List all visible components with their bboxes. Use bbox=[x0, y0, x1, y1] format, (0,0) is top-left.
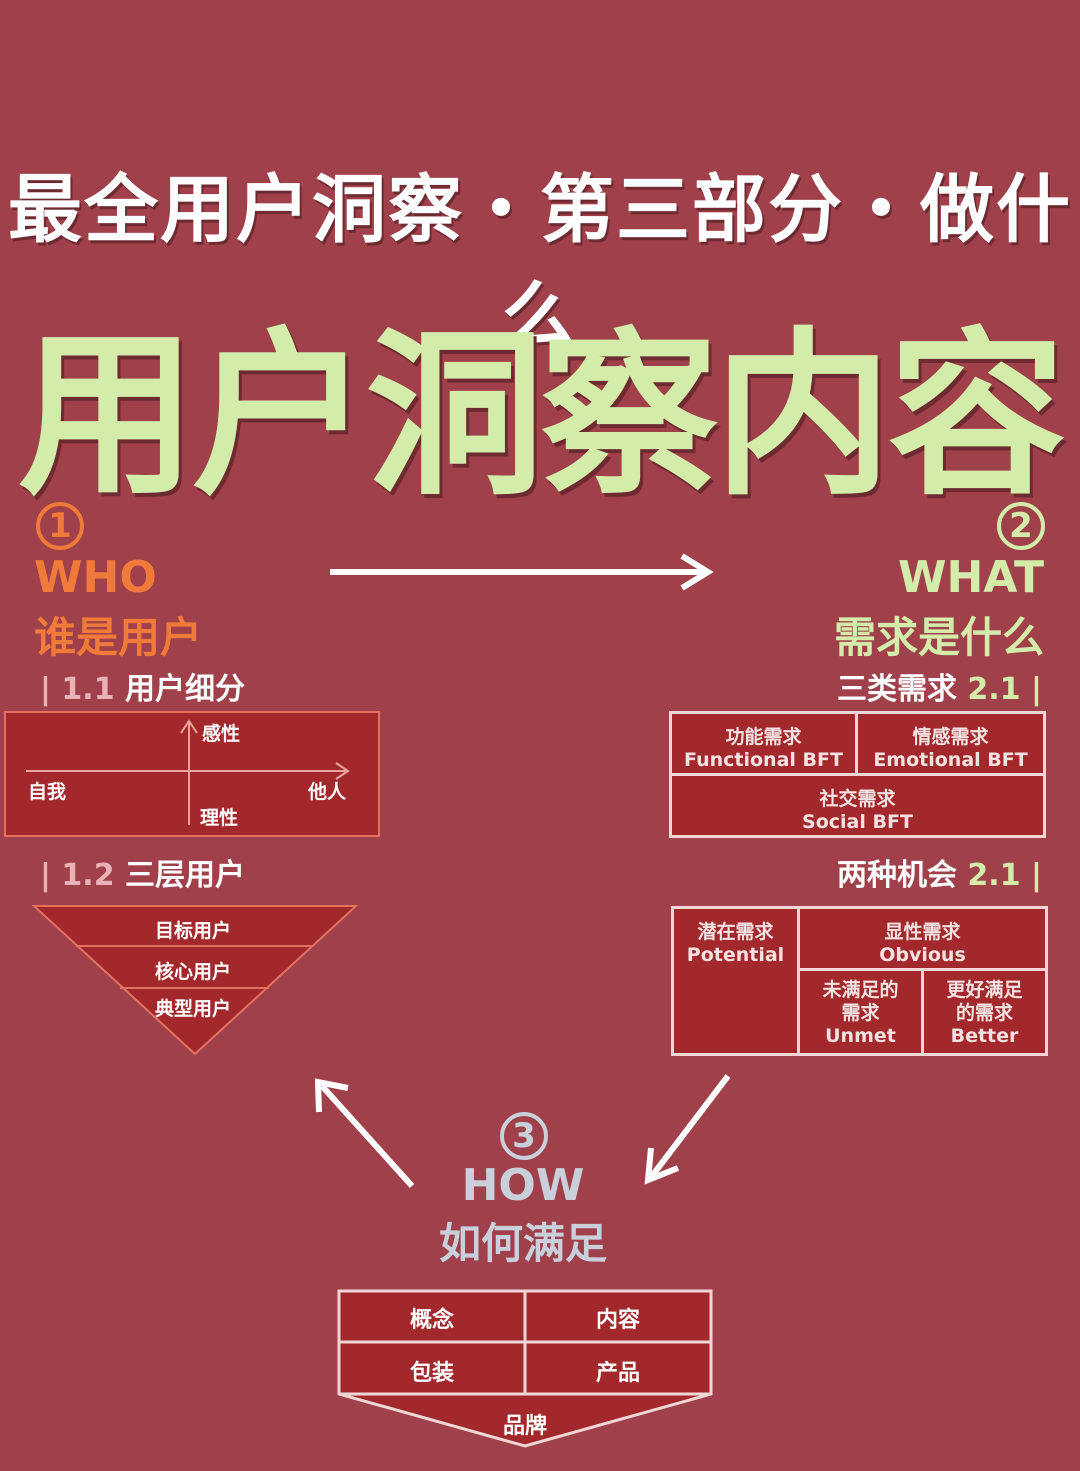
axis-right-label: 他人 bbox=[308, 781, 347, 803]
what-sub1-number: 2.1 bbox=[967, 672, 1021, 707]
who-number-badge: 1 bbox=[36, 502, 84, 550]
opp-potential-zh: 潜在需求 bbox=[697, 921, 774, 943]
how-concept: 概念 bbox=[409, 1308, 454, 1333]
what-sub1-heading: 三类需求 2.1 | bbox=[836, 672, 1042, 707]
who-sub1-number: 1.1 bbox=[61, 672, 115, 707]
opp-obvious: 显性需求 Obvious bbox=[800, 909, 1045, 971]
need-emotional-zh: 情感需求 bbox=[912, 726, 989, 748]
layer-target-users: 目标用户 bbox=[155, 920, 232, 942]
segmentation-box: 感性 理性 自我 他人 bbox=[4, 711, 380, 837]
who-sub2-heading: | 1.2 三层用户 bbox=[40, 858, 246, 893]
how-brand: 品牌 bbox=[502, 1414, 547, 1439]
opp-better: 更好满足 的需求 Better bbox=[924, 971, 1045, 1053]
main-title: 用户洞察内容 bbox=[18, 312, 1066, 519]
need-functional-en: Functional BFT bbox=[684, 749, 843, 771]
segmentation-axes bbox=[26, 719, 350, 825]
axis-bottom-label: 理性 bbox=[200, 807, 239, 829]
opp-obvious-en: Obvious bbox=[879, 944, 966, 966]
opp-better-zh2: 的需求 bbox=[955, 1002, 1013, 1024]
axis-top-label: 感性 bbox=[202, 723, 241, 745]
who-sub2-label: 三层用户 bbox=[125, 858, 246, 893]
opp-better-en: Better bbox=[950, 1025, 1019, 1047]
user-layer-triangle bbox=[31, 905, 359, 1056]
who-sub1-label: 用户细分 bbox=[125, 672, 246, 707]
how-packaging: 包装 bbox=[409, 1361, 454, 1386]
subtitle: 最全用户洞察・第三部分・做什么 bbox=[8, 167, 1072, 360]
need-social: 社交需求 Social BFT bbox=[672, 776, 1043, 835]
opportunities-box: 潜在需求 Potential 显性需求 Obvious 未满足的 需求 Unme… bbox=[671, 906, 1048, 1056]
what-sub2-label: 两种机会 bbox=[836, 858, 957, 893]
opp-unmet: 未满足的 需求 Unmet bbox=[800, 971, 924, 1053]
who-sub2-number: 1.2 bbox=[61, 858, 115, 893]
how-number-badge: 3 bbox=[500, 1112, 548, 1160]
how-subheading: 如何满足 bbox=[438, 1219, 607, 1268]
need-social-en: Social BFT bbox=[802, 811, 913, 833]
need-emotional: 情感需求 Emotional BFT bbox=[858, 714, 1043, 776]
opp-potential-en: Potential bbox=[686, 944, 785, 966]
what-number-badge: 2 bbox=[997, 502, 1045, 550]
layer-core-users: 核心用户 bbox=[155, 961, 232, 983]
opp-unmet-en: Unmet bbox=[825, 1025, 896, 1047]
what-heading: WHAT bbox=[897, 552, 1044, 603]
opp-better-zh1: 更好满足 bbox=[946, 979, 1023, 1001]
opp-unmet-zh2: 需求 bbox=[841, 1002, 880, 1024]
who-sub1-heading: | 1.1 用户细分 bbox=[40, 672, 246, 707]
need-emotional-en: Emotional BFT bbox=[873, 749, 1028, 771]
axis-left-label: 自我 bbox=[28, 781, 67, 803]
need-functional-zh: 功能需求 bbox=[725, 726, 802, 748]
arrow-who-to-what bbox=[330, 553, 714, 591]
arrow-what-to-how bbox=[644, 1074, 731, 1185]
need-functional: 功能需求 Functional BFT bbox=[672, 714, 858, 776]
what-subheading: 需求是什么 bbox=[833, 613, 1044, 662]
opp-potential: 潜在需求 Potential bbox=[674, 909, 800, 1053]
needs-box: 功能需求 Functional BFT 情感需求 Emotional BFT 社… bbox=[669, 711, 1046, 838]
what-sub1-label: 三类需求 bbox=[836, 672, 957, 707]
arrow-how-to-who bbox=[314, 1078, 415, 1189]
what-sub2-number: 2.1 bbox=[967, 858, 1021, 893]
who-subheading: 谁是用户 bbox=[34, 613, 203, 662]
how-shape bbox=[337, 1289, 713, 1448]
opp-unmet-zh1: 未满足的 bbox=[822, 979, 899, 1001]
how-heading: HOW bbox=[461, 1160, 585, 1211]
how-product: 产品 bbox=[595, 1361, 640, 1386]
what-sub2-heading: 两种机会 2.1 | bbox=[836, 858, 1042, 893]
how-content: 内容 bbox=[595, 1308, 640, 1333]
who-heading: WHO bbox=[34, 552, 157, 603]
opp-obvious-zh: 显性需求 bbox=[884, 921, 961, 943]
need-social-zh: 社交需求 bbox=[819, 788, 896, 810]
layer-typical-users: 典型用户 bbox=[155, 998, 232, 1020]
